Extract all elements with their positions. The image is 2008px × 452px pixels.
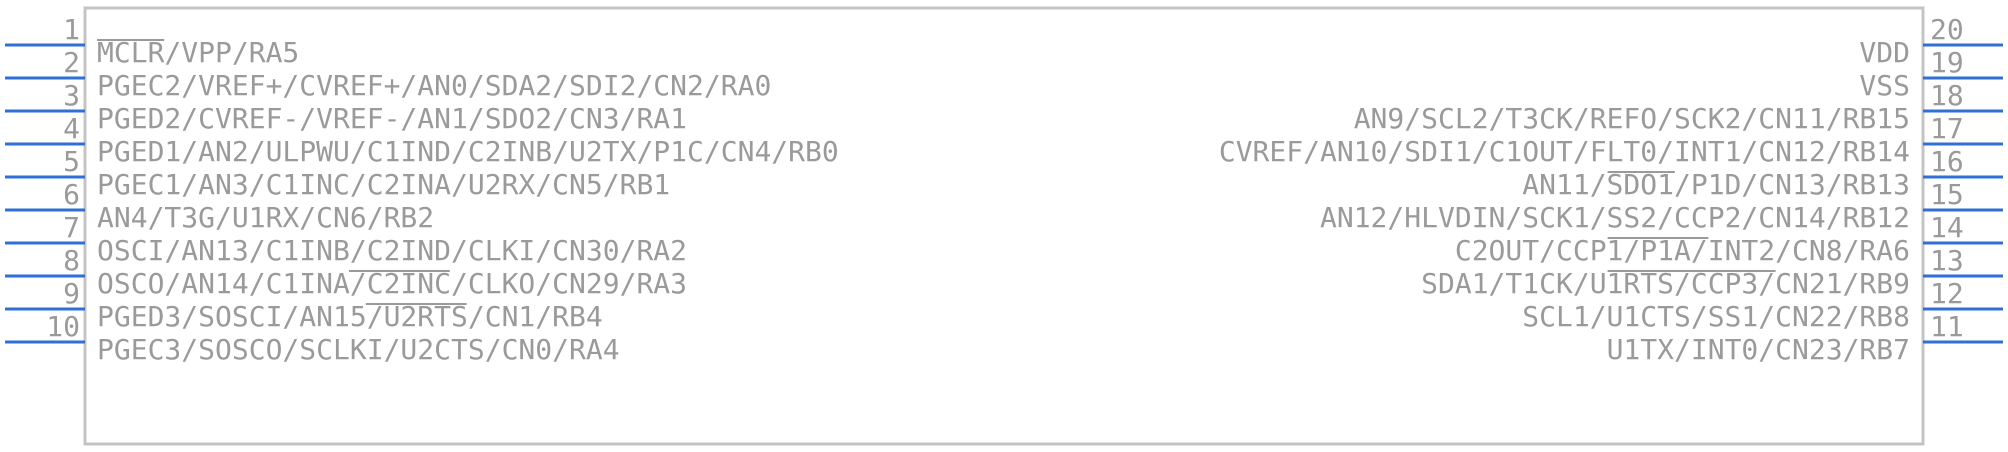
- pin-number: 4: [63, 112, 80, 145]
- pin-number: 11: [1930, 310, 1964, 343]
- pin-number: 15: [1930, 178, 1964, 211]
- left-pin: 4PGED1/AN2/ULPWU/C1IND/C2INB/U2TX/P1C/CN…: [5, 112, 839, 168]
- pin-label: U1TX/INT0/CN23/RB7: [1607, 333, 1910, 366]
- pin-number: 19: [1930, 46, 1964, 79]
- pin-label: PGEC1/AN3/C1INC/C2INA/U2RX/CN5/RB1: [97, 168, 670, 201]
- pin-label: VDD: [1859, 36, 1910, 69]
- pin-label: AN9/SCL2/T3CK/REFO/SCK2/CN11/RB15: [1354, 102, 1910, 135]
- pin-label: MCLR/VPP/RA5: [97, 36, 299, 69]
- pin-label: SDA1/T1CK/U1RTS/CCP3/CN21/RB9: [1421, 267, 1910, 300]
- pin-number: 16: [1930, 145, 1964, 178]
- pin-label: VSS: [1859, 69, 1910, 102]
- pin-label: PGED1/AN2/ULPWU/C1IND/C2INB/U2TX/P1C/CN4…: [97, 135, 839, 168]
- right-pin: 17CVREF/AN10/SDI1/C1OUT/FLT0/INT1/CN12/R…: [1219, 112, 2003, 168]
- pin-number: 20: [1930, 13, 1964, 46]
- pin-number: 8: [63, 244, 80, 277]
- pin-number: 7: [63, 211, 80, 244]
- pin-label: PGED2/CVREF-/VREF-/AN1/SDO2/CN3/RA1: [97, 102, 687, 135]
- pin-label: AN4/T3G/U1RX/CN6/RB2: [97, 201, 434, 234]
- left-pin-group: 1MCLR/VPP/RA52PGEC2/VREF+/CVREF+/AN0/SDA…: [5, 13, 839, 366]
- pin-number: 9: [63, 277, 80, 310]
- pin-number: 12: [1930, 277, 1964, 310]
- pin-number: 6: [63, 178, 80, 211]
- left-pin: 2PGEC2/VREF+/CVREF+/AN0/SDA2/SDI2/CN2/RA…: [5, 46, 771, 102]
- pin-number: 1: [63, 13, 80, 46]
- ic-body: [83, 6, 1925, 446]
- pin-number: 2: [63, 46, 80, 79]
- pin-number: 17: [1930, 112, 1964, 145]
- pin-label: OSCI/AN13/C1INB/C2IND/CLKI/CN30/RA2: [97, 234, 687, 267]
- pin-label: PGED3/SOSCI/AN15/U2RTS/CN1/RB4: [97, 300, 603, 333]
- pin-number: 3: [63, 79, 80, 112]
- pin-label: AN12/HLVDIN/SCK1/SS2/CCP2/CN14/RB12: [1320, 201, 1910, 234]
- pin-number: 18: [1930, 79, 1964, 112]
- pin-label: PGEC2/VREF+/CVREF+/AN0/SDA2/SDI2/CN2/RA0: [97, 69, 771, 102]
- pin-label: AN11/SDO1/P1D/CN13/RB13: [1522, 168, 1910, 201]
- pin-label: C2OUT/CCP1/P1A/INT2/CN8/RA6: [1455, 234, 1910, 267]
- pin-number: 13: [1930, 244, 1964, 277]
- pin-number: 5: [63, 145, 80, 178]
- pin-number: 10: [46, 310, 80, 343]
- pin-label: OSCO/AN14/C1INA/C2INC/CLKO/CN29/RA3: [97, 267, 687, 300]
- pin-number: 14: [1930, 211, 1964, 244]
- pin-label: CVREF/AN10/SDI1/C1OUT/FLT0/INT1/CN12/RB1…: [1219, 135, 1910, 168]
- pin-label: PGEC3/SOSCO/SCLKI/U2CTS/CN0/RA4: [97, 333, 620, 366]
- pin-label: SCL1/U1CTS/SS1/CN22/RB8: [1522, 300, 1910, 333]
